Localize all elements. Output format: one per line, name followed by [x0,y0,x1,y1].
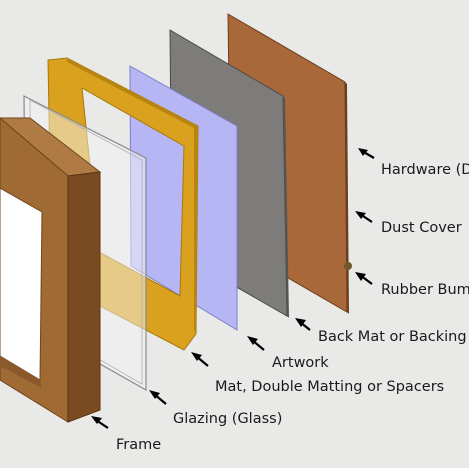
arrow-frame [91,416,109,429]
arrow-back-mat [295,318,311,331]
arrow-artwork [247,336,265,351]
arrow-rubber-bumpers [355,272,373,285]
arrow-glazing [149,390,167,405]
label-artwork: Artwork [272,355,329,371]
frame-layer [0,117,102,423]
label-glazing: Glazing (Glass) [173,411,282,427]
label-mat: Mat, Double Matting or Spacers [215,379,444,395]
label-dust-cover: Dust Cover [381,220,462,236]
label-back-mat: Back Mat or Backing E [318,329,469,345]
arrow-hardware [358,148,375,159]
label-hardware: Hardware (D [381,162,469,178]
callout-arrows [91,148,375,429]
arrow-dust-cover [355,211,373,223]
arrow-mat [191,352,209,367]
rubber-bumper-dot [344,262,352,270]
label-rubber-bumpers: Rubber Bum [381,282,469,298]
label-frame: Frame [116,437,161,453]
